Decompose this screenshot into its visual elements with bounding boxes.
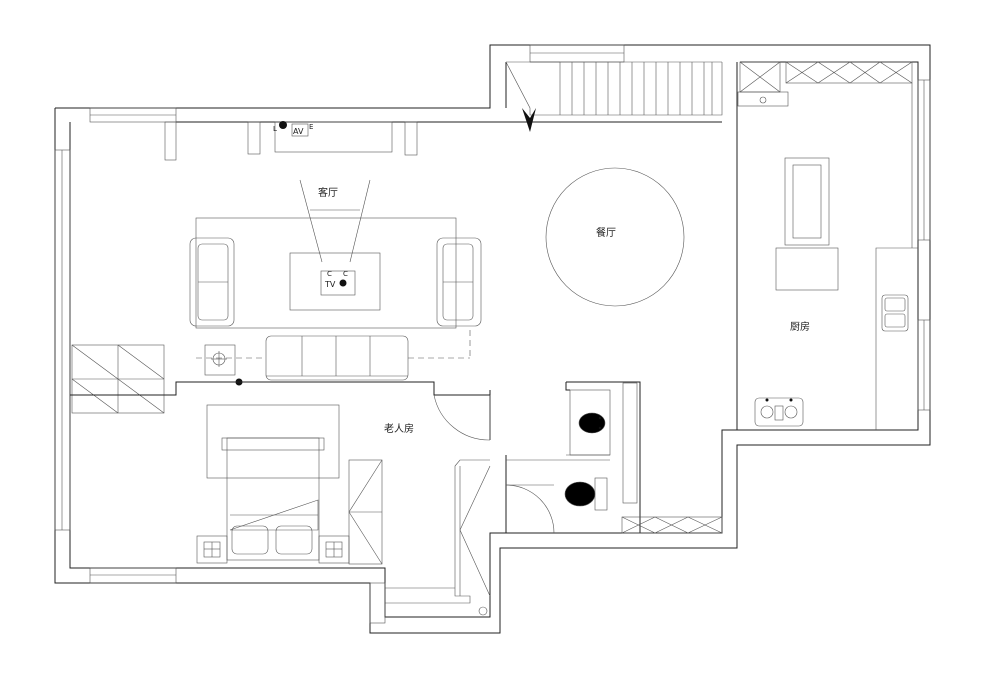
av-label: AV [293, 127, 304, 136]
toilet [564, 477, 608, 511]
armchair-left [189, 237, 235, 327]
kitchen-island [784, 157, 830, 246]
room-label-elder: 老人房 [384, 422, 414, 435]
bath-cabinet [621, 516, 723, 534]
cooktop [754, 397, 804, 427]
av-socket [291, 123, 309, 137]
wash-basin [578, 412, 606, 434]
dining-table [545, 167, 685, 307]
nightstand-right [318, 535, 350, 564]
dining-room: 餐厅 [545, 167, 685, 307]
area-rug [195, 217, 457, 329]
svg-text:C: C [343, 270, 348, 278]
coffee-table [289, 252, 381, 311]
bed [221, 437, 325, 561]
bath-door-swing [505, 484, 555, 534]
svg-text:L: L [273, 125, 277, 133]
wardrobe [348, 459, 383, 565]
pillow [231, 525, 269, 555]
nightstand-left [196, 535, 228, 564]
living-room: AV E L 客厅 TV C C [71, 121, 482, 414]
room-label-living: 客厅 [318, 186, 338, 199]
bedroom-rug [206, 404, 340, 479]
windows [54, 44, 931, 624]
ceiling-light-marker [279, 121, 287, 129]
svg-text:E: E [309, 123, 313, 131]
bathroom [489, 381, 723, 534]
corner-wardrobe [385, 459, 491, 604]
storage-cabinet [71, 344, 165, 414]
pillow [275, 525, 313, 555]
tv-box [320, 270, 356, 296]
elder-bedroom: 老人房 [70, 381, 491, 616]
kitchen: 厨房 [736, 61, 918, 430]
svg-text:TV: TV [324, 280, 336, 289]
sofa-main [265, 335, 409, 381]
outer-walls [54, 44, 931, 634]
door-swing [433, 394, 491, 441]
room-label-kitchen: 厨房 [790, 320, 810, 333]
room-label-dining: 餐厅 [596, 226, 616, 239]
armchair-right [436, 237, 482, 327]
svg-text:C: C [327, 270, 332, 278]
side-table [204, 344, 236, 376]
staircase [505, 61, 723, 132]
kitchen-sink [881, 294, 909, 332]
